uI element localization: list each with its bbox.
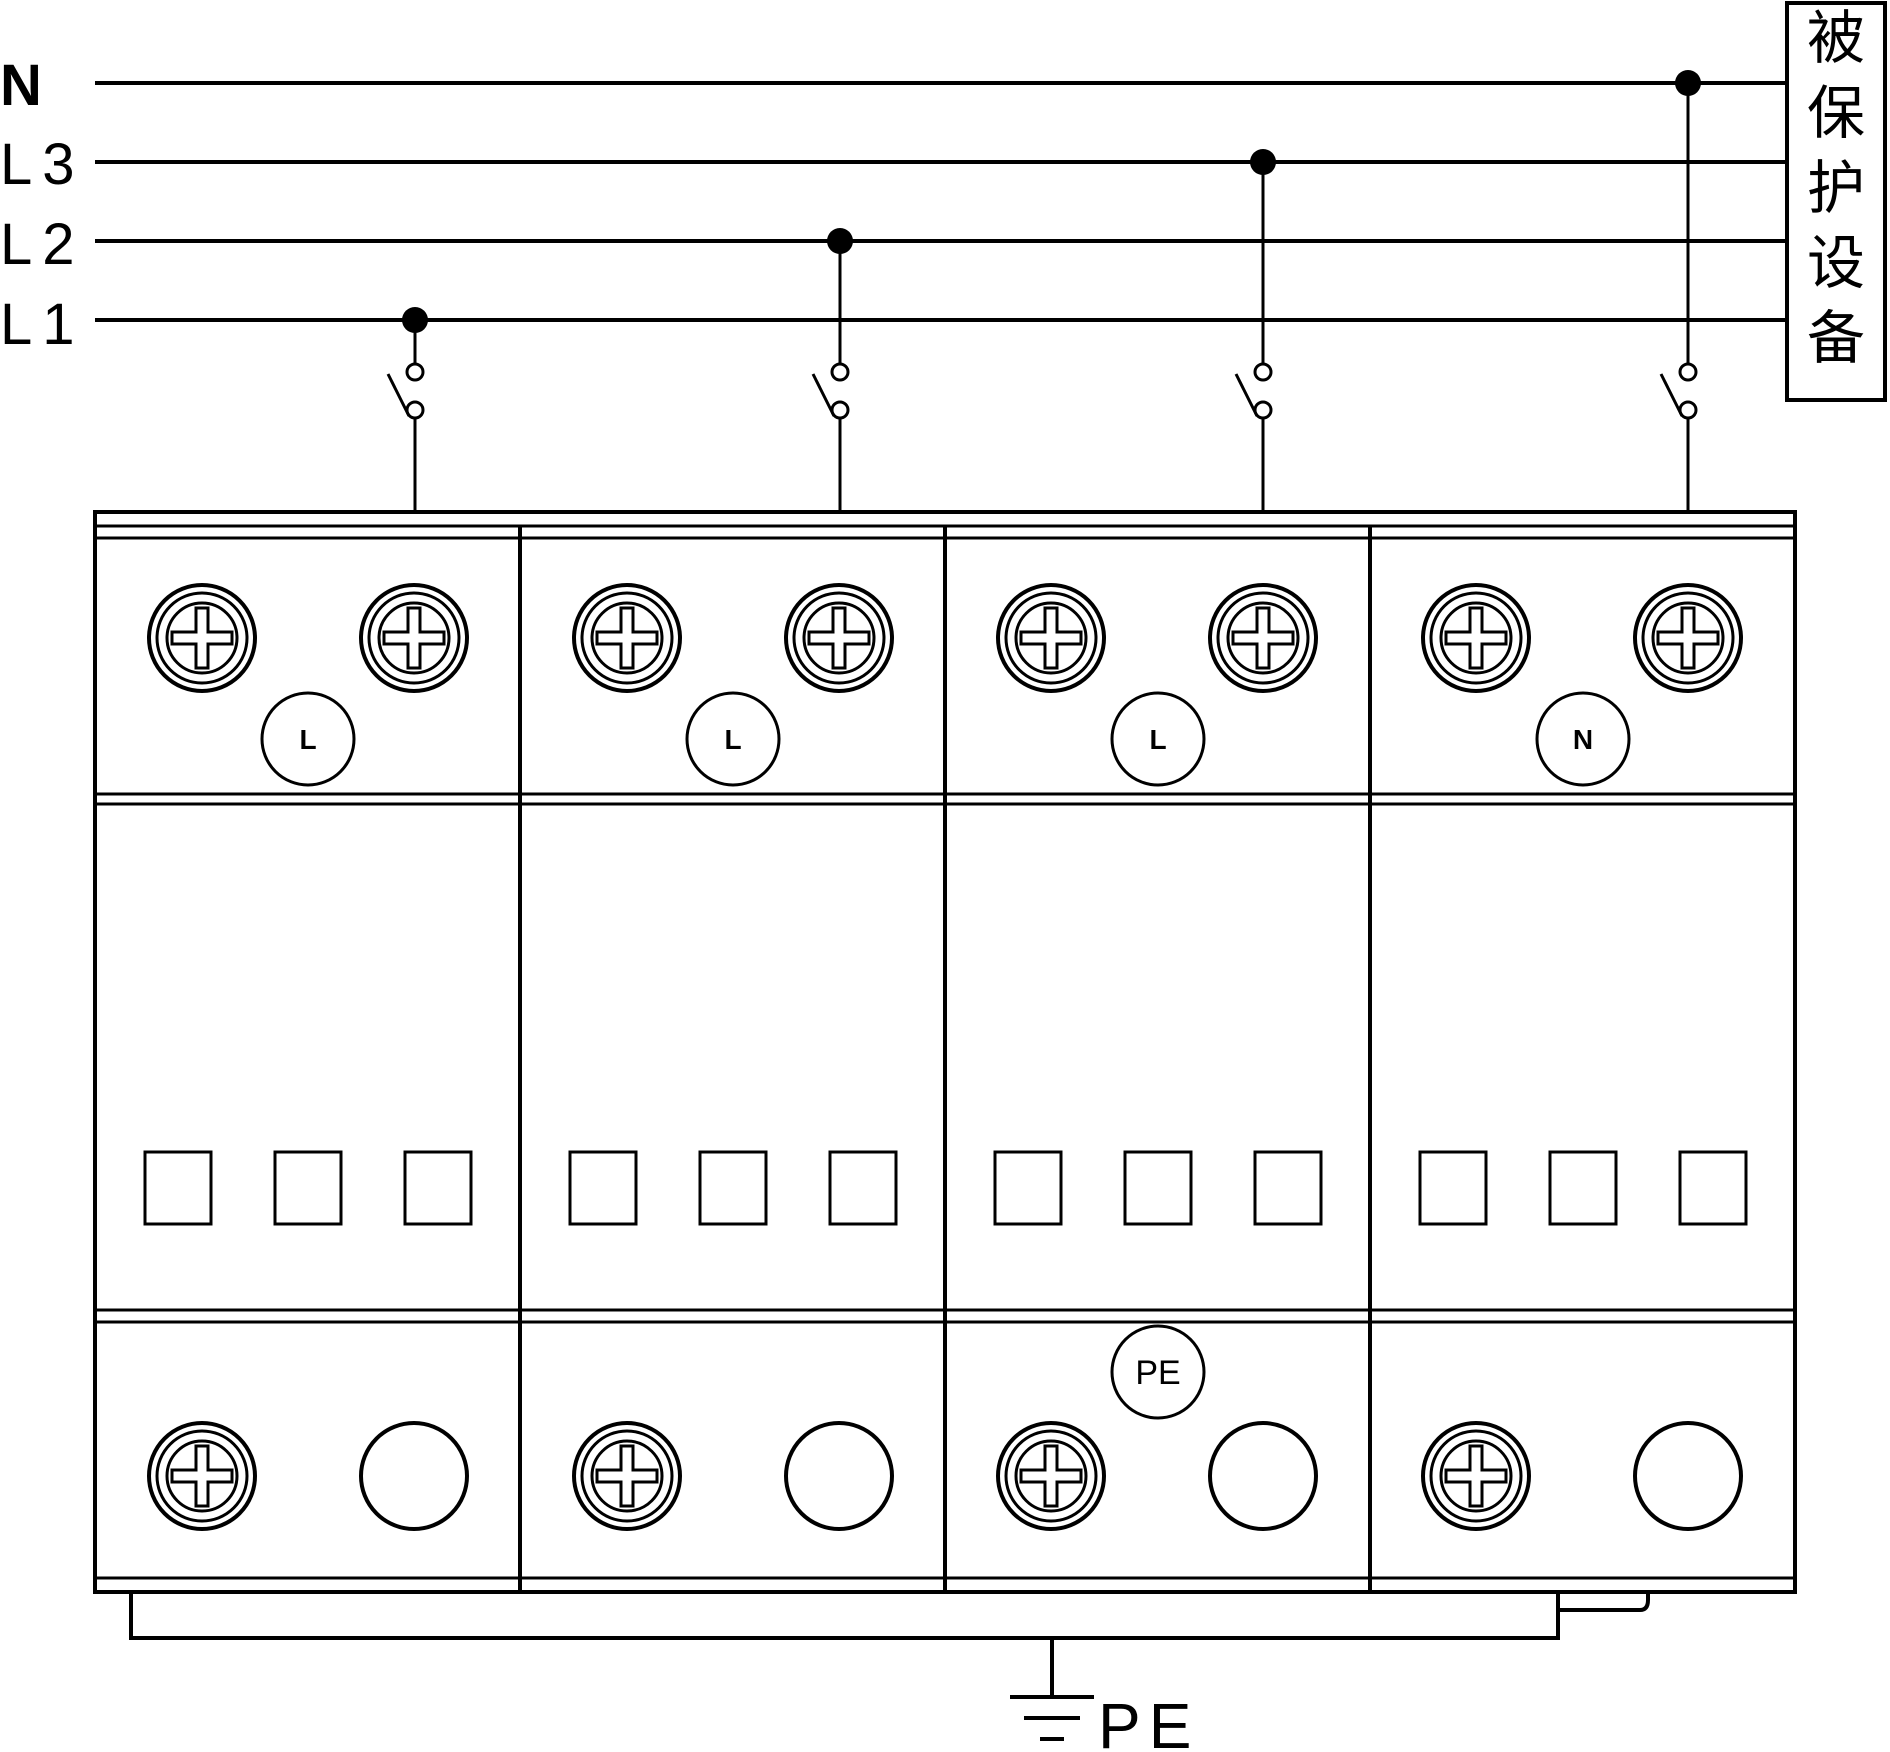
module-4: N: [1418, 583, 1748, 1531]
switch-blade-l3: [1234, 373, 1259, 417]
status-window: [403, 1150, 473, 1226]
terminal-screw-icon: [1421, 583, 1531, 693]
switch-blade-l1: [386, 373, 411, 417]
module-badge: [260, 691, 356, 787]
module-badge-label: L: [299, 724, 316, 755]
terminal-screw-icon: [1208, 583, 1318, 693]
switch-contact-l1-top: [405, 362, 425, 382]
module-3: L PE: [993, 583, 1323, 1531]
module-badge-label: L: [724, 724, 741, 755]
terminal-hole: [784, 1421, 894, 1531]
terminal-hole: [359, 1421, 469, 1531]
line-label-l1: L1: [0, 292, 85, 357]
terminal-screw-icon: [996, 1421, 1106, 1531]
module-1: L: [143, 583, 473, 1531]
ground-icon: [1010, 1695, 1094, 1741]
terminal-screw-icon: [572, 583, 682, 693]
module-badge-label: L: [1149, 724, 1166, 755]
switch-blade-l2: [811, 373, 836, 417]
terminal-screw-icon: [1633, 583, 1743, 693]
terminal-screw-icon: [572, 1421, 682, 1531]
status-window: [993, 1150, 1063, 1226]
module-badge: [1535, 691, 1631, 787]
pe-bus: PE: [129, 1592, 1650, 1752]
status-window: [698, 1150, 768, 1226]
terminal-hole: [1633, 1421, 1743, 1531]
status-window: [1253, 1150, 1323, 1226]
drop-wires: [386, 70, 1701, 512]
pe-badge-label: PE: [1135, 1354, 1180, 1392]
status-window: [828, 1150, 898, 1226]
terminal-screw-icon: [147, 583, 257, 693]
status-window: [1418, 1150, 1488, 1226]
status-window: [568, 1150, 638, 1226]
terminal-screw-icon: [784, 583, 894, 693]
module-badge-label: N: [1573, 724, 1593, 755]
module-badge: [1110, 691, 1206, 787]
line-label-n: N: [0, 53, 42, 118]
status-window: [143, 1150, 213, 1226]
pe-bus-bar: [129, 1592, 1650, 1640]
spd-device-body: [93, 510, 1797, 1594]
terminal-screw-icon: [147, 1421, 257, 1531]
switch-contact-n-top: [1678, 362, 1698, 382]
protected-equipment-label: 被保护设备: [1807, 4, 1865, 372]
status-window: [1123, 1150, 1193, 1226]
switch-contact-l3-top: [1253, 362, 1273, 382]
ground-label: PE: [1098, 1690, 1199, 1752]
switch-contact-l2-top: [830, 362, 850, 382]
protected-equipment-box: 被保护设备: [1785, 1, 1887, 402]
status-window: [273, 1150, 343, 1226]
module-badge: [685, 691, 781, 787]
terminal-screw-icon: [996, 583, 1106, 693]
switch-blade-n: [1659, 373, 1684, 417]
terminal-screw-icon: [359, 583, 469, 693]
pe-badge: [1110, 1324, 1206, 1420]
line-label-l3: L3: [0, 132, 85, 197]
status-window: [1678, 1150, 1748, 1226]
terminal-hole: [1208, 1421, 1318, 1531]
status-window: [1548, 1150, 1618, 1226]
terminal-screw-icon: [1421, 1421, 1531, 1531]
module-2: L: [568, 583, 898, 1531]
line-label-l2: L2: [0, 212, 85, 277]
